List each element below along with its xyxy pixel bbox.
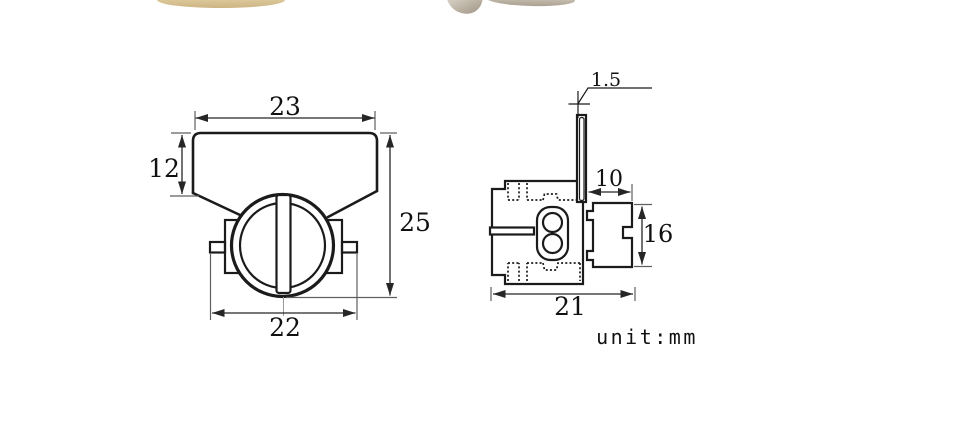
side-view: 1.5 10 16 21	[488, 69, 674, 321]
hidden-line	[526, 262, 581, 281]
knob-paddle-outline	[191, 131, 379, 195]
dim-terminal-height-label: 16	[643, 220, 674, 248]
contact-hole-lower	[541, 232, 564, 255]
terminal-block-outline	[585, 201, 634, 269]
dim-paddle-width-label: 23	[269, 92, 301, 121]
unit-label: unit:mm	[596, 325, 698, 349]
dim-body-width-label: 22	[269, 313, 301, 342]
dim-terminal-height: 16	[634, 203, 674, 268]
dim-side-body-width: 21	[490, 287, 636, 321]
left-mount-tab	[208, 240, 227, 254]
front-view: 23 12 25 22	[148, 92, 431, 342]
side-body-outline	[490, 179, 585, 286]
knob-handle-bar	[275, 193, 292, 295]
dim-overall-height: 25	[286, 132, 431, 299]
knob-paddle-right-slant	[326, 189, 379, 219]
dim-paddle-height-label: 12	[148, 154, 180, 183]
contact-hole-upper	[541, 211, 564, 234]
right-mount-tab	[340, 240, 359, 254]
dim-paddle-width: 23	[194, 92, 376, 130]
dim-body-width: 22	[209, 254, 358, 342]
blade-terminal	[575, 113, 588, 204]
hidden-line	[526, 183, 577, 201]
blade-terminal-inner	[578, 116, 585, 202]
side-pin	[488, 226, 536, 236]
leader-line	[576, 87, 652, 105]
dim-terminal-width: 10	[588, 167, 633, 201]
dim-overall-height-label: 25	[399, 208, 431, 237]
dim-blade-thickness-label: 1.5	[591, 69, 621, 91]
hidden-detail-top	[507, 183, 577, 201]
dim-terminal-width-label: 10	[595, 167, 623, 192]
hidden-detail-bottom	[507, 262, 581, 281]
knob-paddle-left-slant	[191, 191, 242, 217]
hidden-line	[507, 183, 520, 201]
hidden-line	[507, 262, 520, 281]
dim-blade-thickness: 1.5	[568, 69, 652, 118]
dim-side-body-width-label: 21	[554, 292, 586, 321]
photo-fragment-left	[157, 0, 285, 8]
dim-paddle-height: 12	[148, 132, 199, 197]
